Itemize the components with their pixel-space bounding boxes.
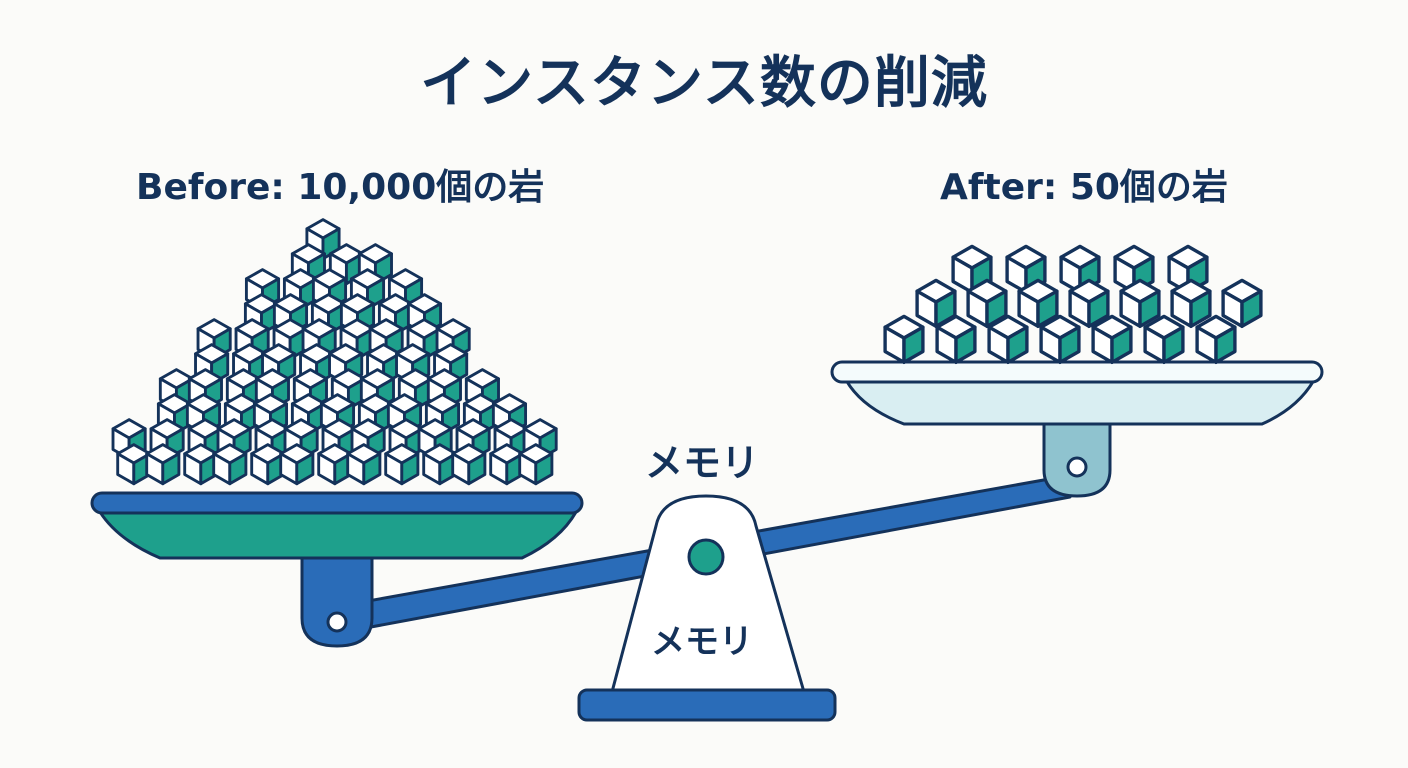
rock-cube-icon [1091, 314, 1133, 364]
rock-cube-icon [935, 314, 977, 364]
after-label: After: 50個の岩 [940, 167, 1228, 208]
rock-cube-icon [212, 443, 248, 486]
rock-cube-icon [1170, 278, 1212, 328]
rock-cube-icon [145, 443, 181, 486]
rock-cube-icon [518, 443, 554, 486]
left-pan [90, 491, 584, 560]
rock-cube-icon [183, 443, 219, 486]
right-hanger-pin-icon [1066, 456, 1088, 478]
pivot-circle-icon [687, 538, 725, 576]
left-rock-pile [111, 218, 558, 486]
page-title: インスタンス数の削減 [420, 51, 988, 116]
before-label: Before: 10,000個の岩 [136, 167, 545, 208]
rock-cube-icon [1039, 314, 1081, 364]
rock-cube-icon [1221, 278, 1263, 328]
rock-cube-icon [250, 443, 286, 486]
memory-label-top: メモリ [645, 441, 760, 485]
rock-cube-icon [317, 443, 353, 486]
rock-cube-icon [279, 443, 315, 486]
right-rock-pile [883, 244, 1263, 364]
rock-cube-icon [1195, 314, 1237, 364]
rock-cube-icon [1017, 278, 1059, 328]
rock-cube-icon [1143, 314, 1185, 364]
rock-cube-icon [451, 443, 487, 486]
rock-cube-icon [116, 443, 152, 486]
fulcrum-base [577, 688, 837, 722]
rock-cube-icon [384, 443, 420, 486]
rock-cube-icon [1119, 278, 1161, 328]
rock-cube-icon [883, 314, 925, 364]
memory-label-base: メモリ [651, 622, 753, 662]
fulcrum [610, 494, 806, 694]
left-hanger-pin-icon [326, 611, 348, 633]
rock-cube-icon [489, 443, 525, 486]
left-hanger [300, 554, 374, 648]
rock-cube-icon [987, 314, 1029, 364]
rock-cube-icon [1068, 278, 1110, 328]
rock-cube-icon [346, 443, 382, 486]
rock-cube-icon [422, 443, 458, 486]
right-pan [830, 360, 1324, 426]
